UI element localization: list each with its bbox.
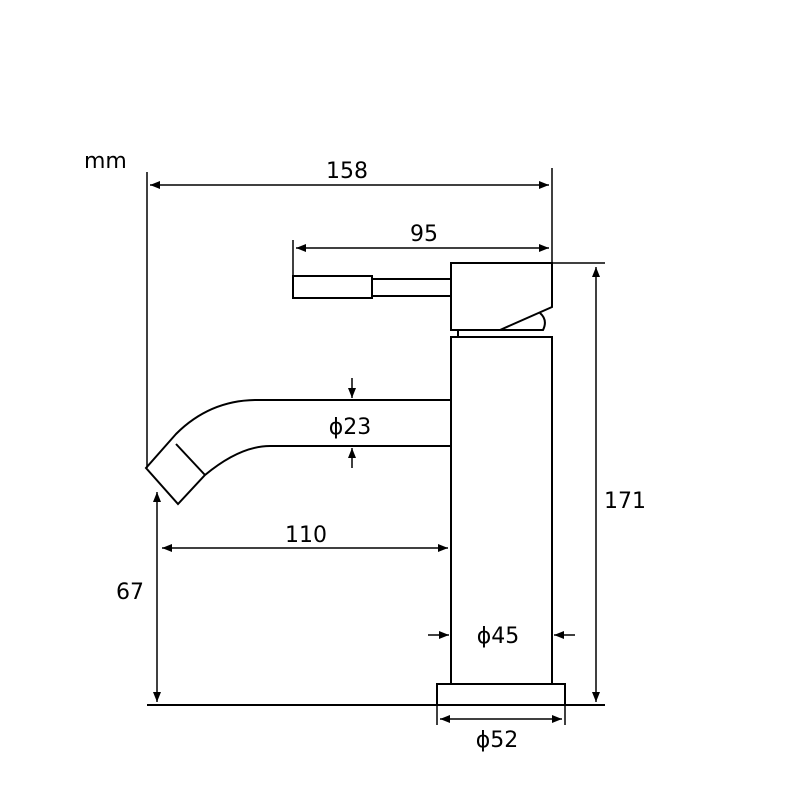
dim-total-height: 171 (592, 267, 646, 702)
dim-body-diameter-label: ϕ45 (477, 624, 520, 649)
handle-block (450, 262, 553, 331)
dim-body-diameter: ϕ45 (428, 624, 575, 649)
dim-total-width: 158 (150, 159, 549, 189)
handle-lever-tip (292, 275, 373, 299)
faucet-cartridge (457, 312, 546, 337)
handle-lever (371, 278, 452, 297)
dim-base-diameter-label: ϕ52 (476, 728, 519, 753)
dim-total-height-label: 171 (604, 489, 646, 514)
dim-spout-reach-label: 110 (285, 523, 327, 548)
dim-spout-diameter-label: ϕ23 (329, 415, 372, 440)
dim-spout-height: 67 (116, 492, 161, 702)
extension-lines (146, 168, 605, 725)
faucet-outline (144, 262, 566, 706)
dim-spout-diameter: ϕ23 (329, 378, 372, 468)
faucet-base (436, 683, 566, 706)
unit-label-text: mm (84, 149, 127, 174)
faucet-body (450, 336, 553, 685)
dim-handle-reach: 95 (296, 222, 549, 252)
dim-handle-reach-label: 95 (410, 222, 438, 247)
dim-spout-reach: 110 (162, 523, 448, 552)
spout-nozzle-line (175, 443, 206, 476)
spout-pipe (144, 399, 451, 506)
dim-total-width-label: 158 (326, 159, 368, 184)
dim-spout-height-label: 67 (116, 580, 144, 605)
dim-base-diameter: ϕ52 (440, 715, 562, 753)
